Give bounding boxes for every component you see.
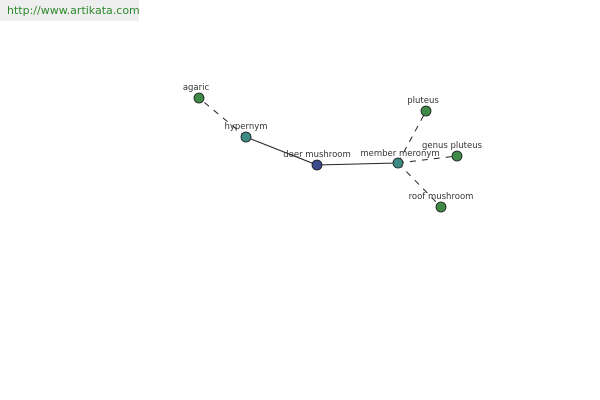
node-label-member-meronym[interactable]: member meronym [360, 149, 439, 159]
node-deer-mushroom[interactable] [311, 159, 323, 171]
node-agaric[interactable] [193, 92, 205, 104]
node-label-hypernym[interactable]: hypernym [224, 122, 267, 132]
node-label-roof-mushroom[interactable]: roof mushroom [409, 192, 474, 202]
edge-member-meronym-to-genus-pluteus [397, 155, 458, 164]
site-banner: http://www.artikata.com [0, 0, 140, 21]
edge-hypernym-to-agaric [198, 97, 247, 138]
site-url-link[interactable]: http://www.artikata.com [7, 4, 140, 17]
edge-deer-mushroom-to-hypernym [245, 136, 318, 166]
node-pluteus[interactable] [420, 105, 432, 117]
node-label-agaric[interactable]: agaric [183, 83, 210, 93]
node-hypernym[interactable] [240, 131, 252, 143]
node-member-meronym[interactable] [392, 157, 404, 169]
node-label-deer-mushroom[interactable]: deer mushroom [283, 150, 351, 160]
node-label-genus-pluteus[interactable]: genus pluteus [422, 141, 483, 151]
edge-deer-mushroom-to-member-meronym [316, 162, 399, 166]
edge-member-meronym-to-pluteus [397, 110, 427, 164]
graph-nodes [193, 92, 463, 213]
graph-edges [198, 97, 458, 208]
edge-member-meronym-to-roof-mushroom [397, 162, 442, 208]
node-genus-pluteus[interactable] [451, 150, 463, 162]
node-roof-mushroom[interactable] [435, 201, 447, 213]
node-label-pluteus[interactable]: pluteus [407, 96, 439, 106]
graph-labels: deer mushroom hypernym member meronym agari… [183, 83, 483, 202]
